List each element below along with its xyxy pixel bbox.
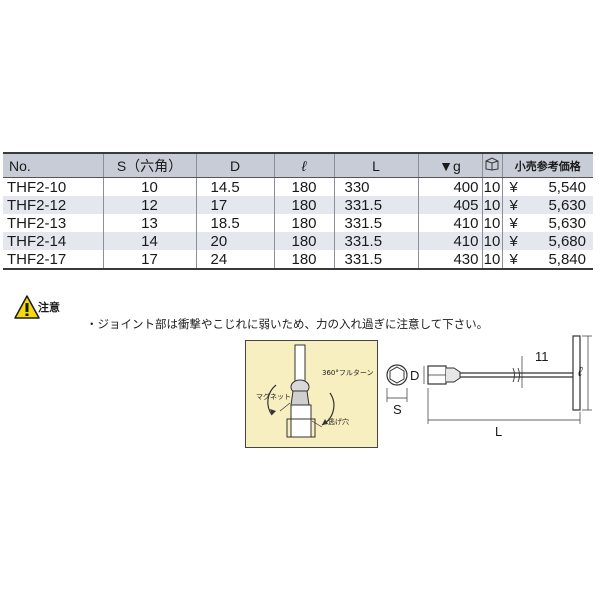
dimension-11-label: 11: [535, 349, 549, 364]
table-row: THF2-10 10 14.5 180 330 400 10 ¥5,540: [3, 177, 593, 196]
yen-sign: ¥: [509, 232, 518, 250]
yen-sign: ¥: [509, 178, 518, 196]
cell-s: 12: [102, 196, 196, 214]
dimension-l-small-label: ℓ: [578, 364, 583, 379]
cell-s: 10: [102, 177, 196, 196]
header-d: D: [195, 152, 274, 178]
cell-no: THF2-13: [7, 214, 67, 232]
dimension-d-label: D: [410, 368, 420, 383]
cell-price: ¥5,840: [501, 250, 593, 270]
cell-no: THF2-10: [7, 178, 67, 196]
cell-l: 331.5: [333, 250, 418, 270]
header-qty: [481, 152, 502, 178]
table-row: THF2-13 13 18.5 180 331.5 410 10 ¥5,630: [3, 214, 593, 232]
cell-l-small: 180: [273, 196, 334, 214]
cell-d: 18.5: [195, 214, 274, 232]
cell-d: 20: [195, 232, 274, 250]
caution-note: ・ジョイント部は衝撃やこじれに弱いため、力の入れ過ぎに注意して下さい。: [86, 317, 489, 331]
cell-l: 331.5: [333, 196, 418, 214]
cell-l: 330: [333, 177, 418, 196]
dimension-l-label: L: [495, 424, 503, 439]
header-s: S（六角）: [102, 152, 196, 178]
cell-no: THF2-17: [3, 250, 103, 270]
cell-price: ¥5,680: [501, 232, 593, 250]
tool-dimension-drawing: D S 11 L ℓ: [380, 334, 595, 448]
table-row: THF2-14 14 20 180 331.5 410 10 ¥5,680: [3, 232, 593, 250]
table-row: THF2-12 12 17 180 331.5 405 10 ¥5,630: [3, 196, 593, 214]
cell-s: 17: [102, 250, 196, 270]
joint-detail-drawing: [267, 344, 335, 438]
cell-no: THF2-14: [3, 232, 103, 250]
cell-s: 14: [102, 232, 196, 250]
table-header-row: No. S（六角） D ℓ L ▼g 小売参考価格: [3, 152, 593, 178]
dimension-s-label: S: [393, 402, 402, 417]
price-value: 5,840: [548, 250, 586, 268]
cell-no: THF2-12: [3, 196, 103, 214]
escape-hole-label: 逃げ穴: [328, 418, 349, 426]
cell-price: ¥5,630: [501, 214, 593, 232]
cell-price: ¥5,630: [501, 196, 593, 214]
cell-g: 405: [417, 196, 482, 214]
t-handle-wrench-drawing: [386, 335, 592, 424]
header-l-small: ℓ: [273, 152, 334, 178]
warning-triangle-icon: [14, 295, 40, 319]
cell-d: 17: [195, 196, 274, 214]
cell-qty: 10: [481, 196, 502, 214]
table-row: THF2-17 17 24 180 331.5 430 10 ¥5,840: [3, 250, 593, 270]
price-value: 5,630: [548, 196, 586, 214]
cell-l-small: 180: [273, 250, 334, 270]
cell-qty: 10: [481, 232, 502, 250]
cell-g: 400: [417, 177, 482, 196]
cell-qty: 10: [481, 214, 502, 232]
price-value: 5,540: [548, 178, 586, 196]
header-no: No.: [3, 152, 103, 178]
cell-l: 331.5: [333, 214, 418, 232]
yen-sign: ¥: [509, 250, 518, 268]
cell-l: 331.5: [333, 232, 418, 250]
cell-s: 13: [102, 214, 196, 232]
caution-title: 注意: [38, 301, 60, 314]
yen-sign: ¥: [509, 196, 518, 214]
header-l: L: [333, 152, 418, 178]
cell-l-small: 180: [273, 214, 334, 232]
joint-detail-inset: 360°フルターン マグネット 逃げ穴: [245, 340, 378, 448]
cell-qty: 10: [481, 250, 502, 270]
cell-d: 14.5: [195, 177, 274, 196]
magnet-label: マグネット: [256, 393, 291, 401]
cell-qty: 10: [481, 177, 502, 196]
cell-g: 430: [417, 250, 482, 270]
rotation-label: 360°フルターン: [322, 369, 374, 377]
cell-l-small: 180: [273, 232, 334, 250]
header-g: ▼g: [417, 152, 482, 178]
cell-l-small: 180: [273, 177, 334, 196]
spec-table: No. S（六角） D ℓ L ▼g 小売参考価格 THF2-10 10 14.…: [3, 152, 593, 270]
cell-price: ¥5,540: [501, 177, 593, 196]
box-icon: [485, 157, 499, 171]
cell-d: 24: [195, 250, 274, 270]
header-retail-price: 小売参考価格: [501, 152, 593, 178]
yen-sign: ¥: [509, 214, 518, 232]
price-value: 5,630: [548, 214, 586, 232]
cell-g: 410: [417, 232, 482, 250]
price-value: 5,680: [548, 232, 586, 250]
cell-g: 410: [417, 214, 482, 232]
